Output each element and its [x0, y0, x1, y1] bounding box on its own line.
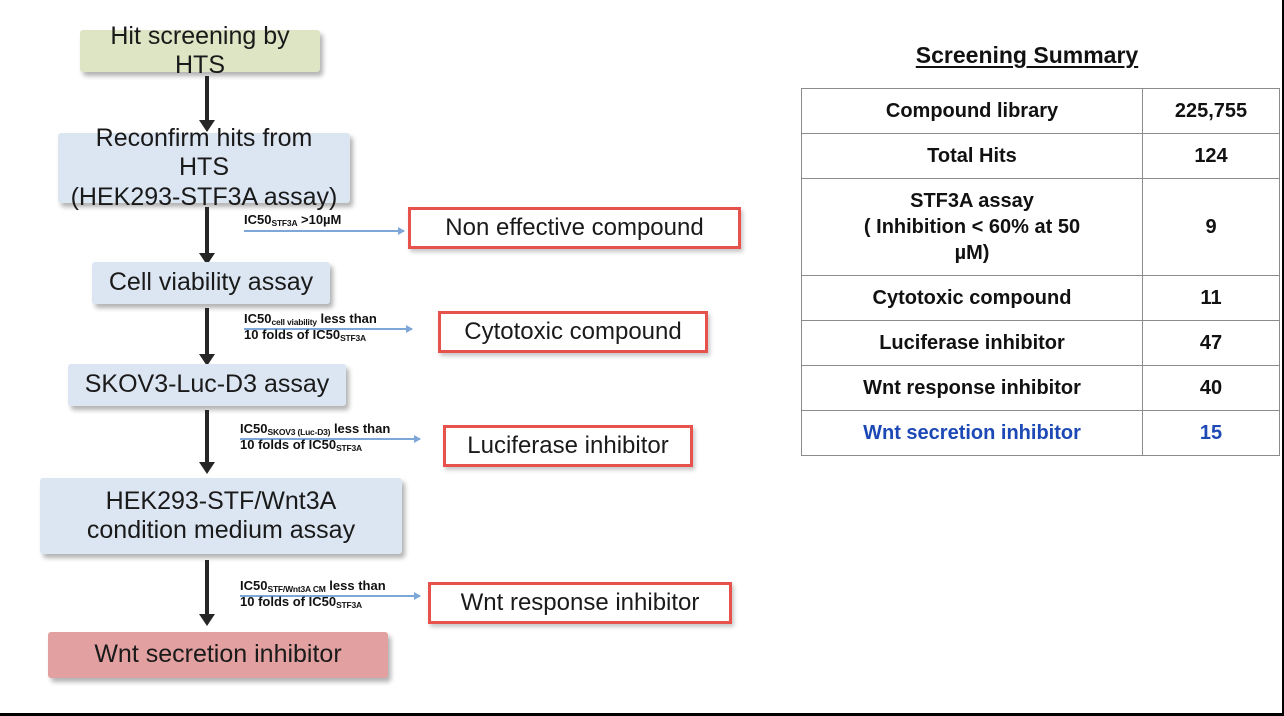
arrow-head — [199, 462, 215, 474]
flow-box-label: Wnt secretion inhibitor — [94, 640, 342, 669]
table-row: Cytotoxic compound 11 — [801, 275, 1280, 321]
row-value: 124 — [1142, 133, 1280, 179]
criteria-line-1: IC50STF/Wnt3A CM less than — [240, 578, 386, 594]
row-label-line2: ( Inhibition < 60% at 50 — [863, 216, 1081, 238]
row-label: Compound library — [801, 88, 1143, 134]
criteria-line-2: 10 folds of IC50STF3A — [240, 594, 362, 611]
row-label: Total Hits — [801, 133, 1143, 179]
row-value: 40 — [1142, 365, 1280, 411]
outcome-box-luciferase: Luciferase inhibitor — [443, 425, 693, 467]
flow-box-label-line2: condition medium assay — [86, 516, 356, 544]
arrow-stem — [205, 76, 209, 120]
table-row: Compound library 225,755 — [801, 88, 1280, 134]
summary-title: Screening Summary — [915, 42, 1139, 68]
table-row: Wnt response inhibitor 40 — [801, 365, 1280, 411]
row-label: Wnt secretion inhibitor — [801, 410, 1143, 456]
row-label: Wnt response inhibitor — [801, 365, 1143, 411]
row-value: 9 — [1142, 178, 1280, 276]
flow-box-label: Hit screening by HTS — [110, 21, 290, 80]
criteria-label-2: IC50cell viability less than 10 folds of… — [244, 311, 413, 344]
criteria-arrow — [240, 592, 421, 600]
flow-box-label-line1: Reconfirm hits from HTS — [95, 123, 313, 182]
flow-arrow-4 — [198, 410, 216, 474]
criteria-arrow — [244, 227, 405, 235]
row-value: 11 — [1142, 275, 1280, 321]
table-row: Luciferase inhibitor 47 — [801, 320, 1280, 366]
table-row: STF3A assay ( Inhibition < 60% at 50 µM)… — [801, 178, 1280, 276]
flow-box-cell-viability: Cell viability assay — [92, 262, 330, 304]
row-label-line1: STF3A assay — [910, 190, 1034, 212]
arrow-stem — [205, 410, 209, 462]
row-value: 47 — [1142, 320, 1280, 366]
row-label: Cytotoxic compound — [801, 275, 1143, 321]
outcome-label: Cytotoxic compound — [464, 318, 682, 345]
flow-arrow-1 — [198, 76, 216, 132]
flow-box-label: Cell viability assay — [108, 268, 314, 297]
flow-box-label: SKOV3-Luc-D3 assay — [84, 370, 330, 399]
flow-box-skov3-luc-d3: SKOV3-Luc-D3 assay — [68, 364, 346, 406]
criteria-line-1: IC50cell viability less than — [244, 311, 377, 327]
criteria-line-1: IC50STF3A >10µM — [244, 212, 342, 228]
flow-arrow-2 — [198, 207, 216, 265]
criteria-line-2: 10 folds of IC50STF3A — [244, 327, 366, 344]
row-value: 15 — [1142, 410, 1280, 456]
screening-summary-table: Compound library 225,755 Total Hits 124 … — [801, 88, 1280, 456]
criteria-arrow — [240, 435, 421, 443]
row-value: 225,755 — [1142, 88, 1280, 134]
criteria-label-3: IC50SKOV3 (Luc-D3) less than 10 folds of… — [240, 421, 421, 454]
flow-box-hek293-stf-wnt3a: HEK293-STF/Wnt3A condition medium assay — [40, 478, 402, 554]
flow-arrow-5 — [198, 560, 216, 626]
flow-box-reconfirm-hits: Reconfirm hits from HTS (HEK293-STF3A as… — [58, 124, 350, 211]
row-label: STF3A assay ( Inhibition < 60% at 50 µM) — [801, 178, 1143, 276]
outcome-label: Wnt response inhibitor — [460, 589, 700, 616]
flow-arrow-3 — [198, 308, 216, 366]
criteria-arrow — [244, 325, 413, 333]
arrow-head — [199, 614, 215, 626]
row-label-line3: µM) — [954, 242, 990, 264]
flow-box-wnt-secretion: Wnt secretion inhibitor — [48, 632, 388, 678]
criteria-label-4: IC50STF/Wnt3A CM less than 10 folds of I… — [240, 578, 421, 611]
flow-box-hit-screening: Hit screening by HTS — [80, 22, 320, 79]
arrow-stem — [205, 207, 209, 253]
outcome-box-wnt-response: Wnt response inhibitor — [428, 582, 732, 624]
arrow-head — [199, 120, 215, 132]
criteria-line-1: IC50SKOV3 (Luc-D3) less than — [240, 421, 391, 437]
table-row: Total Hits 124 — [801, 133, 1280, 179]
arrow-stem — [205, 560, 209, 614]
outcome-label: Non effective compound — [445, 214, 704, 241]
arrow-head — [199, 354, 215, 366]
flow-box-label-line2: (HEK293-STF3A assay) — [70, 182, 338, 211]
arrow-stem — [205, 308, 209, 354]
row-label: Luciferase inhibitor — [801, 320, 1143, 366]
table-row-highlighted: Wnt secretion inhibitor 15 — [801, 410, 1280, 456]
outcome-label: Luciferase inhibitor — [467, 432, 669, 459]
criteria-label-1: IC50STF3A >10µM — [244, 212, 405, 235]
criteria-line-2: 10 folds of IC50STF3A — [240, 437, 362, 454]
outcome-box-non-effective: Non effective compound — [408, 207, 741, 249]
flow-box-label-line1: HEK293-STF/Wnt3A — [105, 486, 337, 515]
outcome-box-cytotoxic: Cytotoxic compound — [438, 311, 708, 353]
